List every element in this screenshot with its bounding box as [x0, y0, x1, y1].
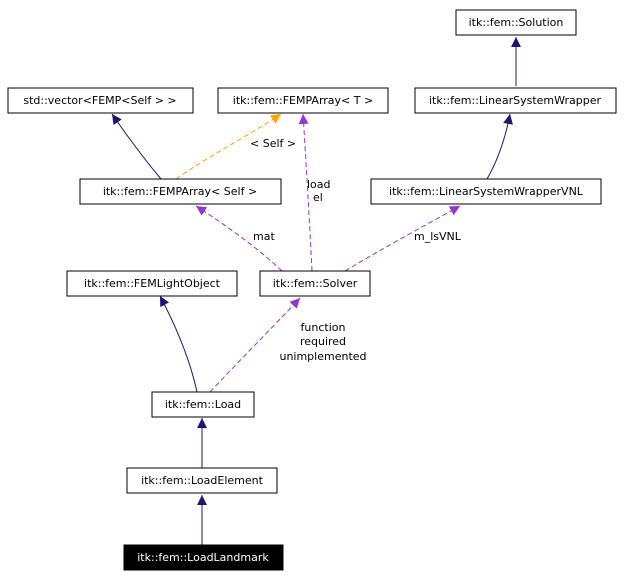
- node-linear-system-wrapper[interactable]: itk::fem::LinearSystemWrapper: [414, 87, 617, 114]
- node-linear-system-wrapper-vnl-label: itk::fem::LinearSystemWrapperVNL: [389, 185, 584, 198]
- node-femparray-t-label: itk::fem::FEMPArray< T >: [233, 94, 373, 107]
- node-fem-light-object[interactable]: itk::fem::FEMLightObject: [66, 270, 238, 297]
- node-std-vector[interactable]: std::vector<FEMP<Self > >: [7, 87, 194, 114]
- edges: [111, 37, 521, 545]
- node-load-landmark-label: itk::fem::LoadLandmark: [137, 551, 269, 564]
- edge-load-to-femlightobject: [159, 295, 198, 393]
- node-load-element-label: itk::fem::LoadElement: [141, 474, 264, 487]
- edge-load-to-solver: [209, 297, 301, 393]
- node-std-vector-label: std::vector<FEMP<Self > >: [23, 94, 176, 107]
- node-femparray-t[interactable]: itk::fem::FEMPArray< T >: [217, 87, 389, 114]
- node-linear-system-wrapper-label: itk::fem::LinearSystemWrapper: [429, 94, 602, 107]
- node-load-label: itk::fem::Load: [165, 398, 241, 411]
- node-load-landmark[interactable]: itk::fem::LoadLandmark: [123, 544, 284, 571]
- node-femparray-self-label: itk::fem::FEMPArray< Self >: [103, 185, 257, 198]
- node-solver[interactable]: itk::fem::Solver: [259, 270, 371, 297]
- edge-labels: < Self > load el mat m_lsVNL function re…: [250, 137, 462, 363]
- node-femparray-self[interactable]: itk::fem::FEMPArray< Self >: [79, 178, 282, 205]
- label-load: load: [307, 178, 331, 191]
- label-required: required: [300, 335, 346, 348]
- label-el: el: [313, 191, 323, 204]
- edge-solver-to-femparrayself: [195, 205, 283, 272]
- node-solution-label: itk::fem::Solution: [469, 16, 564, 29]
- label-function: function: [301, 321, 346, 334]
- label-m-lsvnl: m_lsVNL: [414, 230, 462, 243]
- label-mat: mat: [253, 230, 275, 243]
- node-solution[interactable]: itk::fem::Solution: [455, 9, 577, 36]
- node-load[interactable]: itk::fem::Load: [151, 391, 255, 418]
- node-load-element[interactable]: itk::fem::LoadElement: [126, 467, 278, 494]
- label-template-self: < Self >: [250, 137, 296, 150]
- edge-linearsystemwrappervnl-to-linearsystemwrapper: [486, 113, 514, 180]
- node-fem-light-object-label: itk::fem::FEMLightObject: [84, 277, 221, 290]
- edge-solver-to-femparrayt: [298, 113, 313, 272]
- edge-femparrayself-to-stdvector: [111, 113, 162, 180]
- node-solver-label: itk::fem::Solver: [273, 277, 358, 290]
- node-linear-system-wrapper-vnl[interactable]: itk::fem::LinearSystemWrapperVNL: [370, 178, 602, 205]
- edge-solver-to-linearsystemwrappervnl: [344, 205, 461, 272]
- label-unimplemented: unimplemented: [279, 350, 366, 363]
